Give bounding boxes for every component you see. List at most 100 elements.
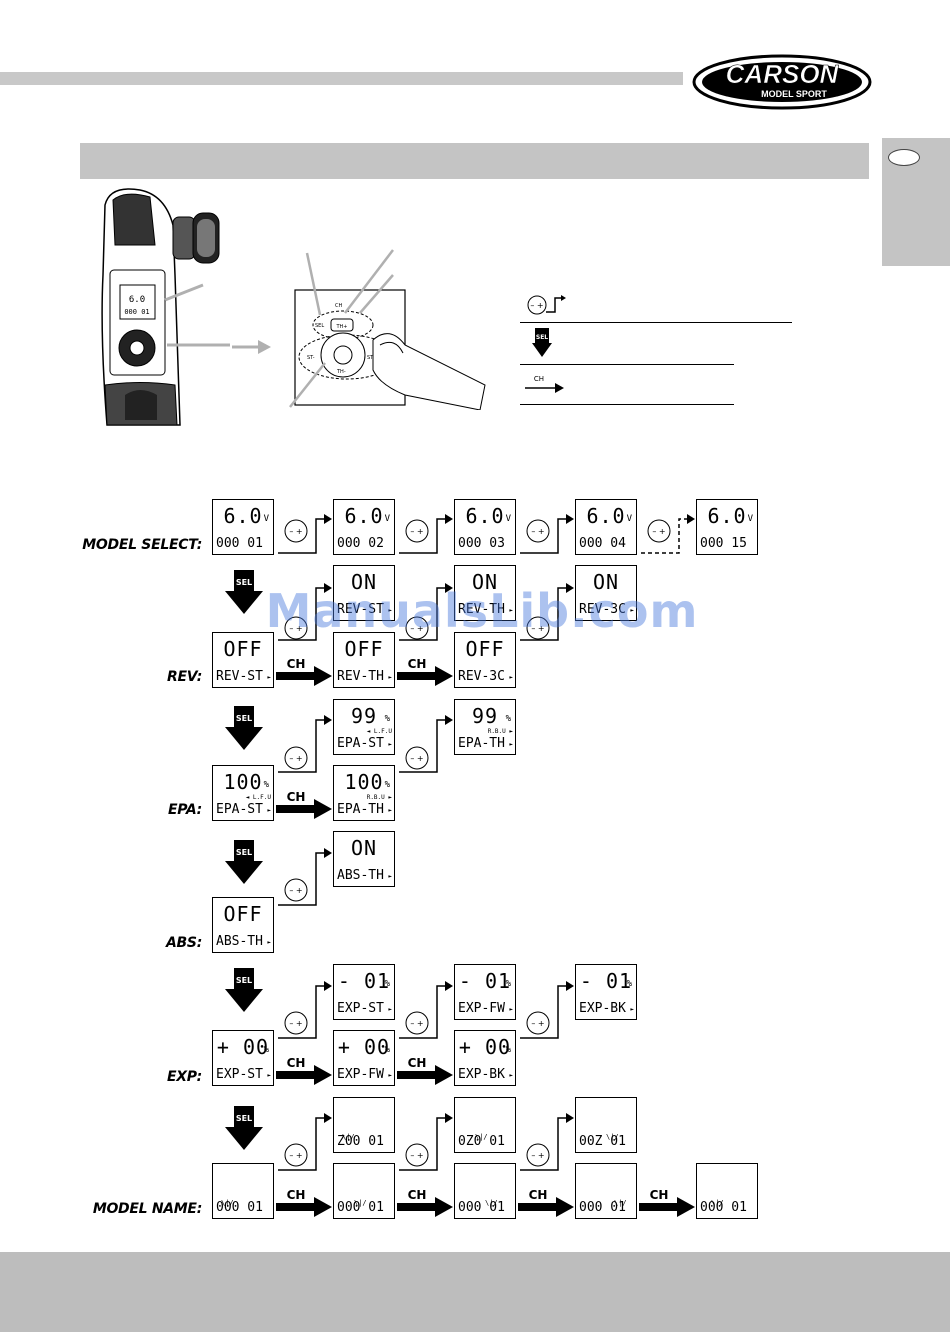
legend-sel-icon: SEL xyxy=(532,328,552,357)
lcd-model-name-2: \|/000 01 xyxy=(333,1163,395,1219)
legend-line-3 xyxy=(520,404,734,405)
ch-button-label: CH xyxy=(335,303,342,309)
device-screen-bottom: 000 01 xyxy=(124,308,149,316)
ch-arrow-icon: CH xyxy=(276,1188,332,1217)
sel-down-arrow-icon: SEL xyxy=(225,840,263,884)
svg-text:CH: CH xyxy=(287,1056,306,1070)
row-label-model-name: MODEL NAME: xyxy=(92,1201,202,1217)
svg-text:CH: CH xyxy=(287,1188,306,1202)
plus-minus-icon: – + xyxy=(284,878,308,902)
plus-minus-icon: – + xyxy=(284,1143,308,1167)
svg-text:– +: – + xyxy=(410,527,423,536)
lcd-exp-minus-fw: - 01%EXP-FW► xyxy=(454,964,516,1020)
sel-down-arrow-icon: SEL xyxy=(225,570,263,614)
svg-text:SEL: SEL xyxy=(236,714,252,723)
row-label-rev: REV: xyxy=(167,669,202,685)
lcd-exp-plus-fw: + 00%EXP-FW► xyxy=(333,1030,395,1086)
plus-minus-icon: – + xyxy=(647,519,671,543)
svg-text:CH: CH xyxy=(408,657,427,671)
th-minus-label: TH- xyxy=(336,369,346,375)
svg-text:CH: CH xyxy=(408,1188,427,1202)
th-plus-label: TH+ xyxy=(335,324,347,330)
plus-minus-icon: – + xyxy=(405,746,429,770)
svg-text:– +: – + xyxy=(289,886,302,895)
plus-minus-icon: – + xyxy=(405,1011,429,1035)
svg-text:CH: CH xyxy=(529,1188,548,1202)
lcd-exp-plus-st: + 00%EXP-ST► xyxy=(212,1030,274,1086)
st-plus-label: ST+ xyxy=(367,355,377,361)
legend-ch-icon: CH xyxy=(525,375,564,393)
plus-minus-icon: – + xyxy=(405,1143,429,1167)
svg-text:– +: – + xyxy=(289,1019,302,1028)
lcd-epa-100-th: 100%R.B.U ►EPA-TH► xyxy=(333,765,395,821)
lcd-model-name-z3: \|/00Z 01 xyxy=(575,1097,637,1153)
plus-minus-icon: – + xyxy=(284,616,308,640)
logo-tagline: MODEL SPORT xyxy=(761,89,827,99)
lcd-model-name-z2: \|/0Z0 01 xyxy=(454,1097,516,1153)
plus-minus-icon: – + xyxy=(526,1011,550,1035)
watermark: ManualsLib.com xyxy=(265,584,699,638)
sel-button-label: SEL xyxy=(315,323,324,329)
svg-text:– +: – + xyxy=(289,624,302,633)
plus-minus-icon: – + xyxy=(405,616,429,640)
row-label-model-select: MODEL SELECT: xyxy=(82,537,202,553)
svg-text:– +: – + xyxy=(530,301,543,310)
language-badge xyxy=(888,149,920,166)
svg-text:CH: CH xyxy=(534,375,544,383)
ch-arrow-icon: CH xyxy=(397,1056,453,1085)
lcd-model-name-3: \|/000 01 xyxy=(454,1163,516,1219)
svg-text:– +: – + xyxy=(531,624,544,633)
lcd-exp-minus-bk: - 01%EXP-BK► xyxy=(575,964,637,1020)
legend-plus-minus-icon: – + xyxy=(527,295,566,315)
svg-text:– +: – + xyxy=(531,1151,544,1160)
ch-arrow-icon: CH xyxy=(397,657,453,686)
st-minus-label: ST- xyxy=(307,355,315,361)
device-screen-top: 6.0 xyxy=(129,295,145,305)
top-decor-bar xyxy=(0,72,683,85)
legend-line-2 xyxy=(520,364,734,365)
lcd-model-name-5: \|/000 01 xyxy=(696,1163,758,1219)
svg-text:– +: – + xyxy=(531,527,544,536)
footer-band xyxy=(0,1252,950,1332)
svg-text:– +: – + xyxy=(289,754,302,763)
svg-text:CH: CH xyxy=(287,790,306,804)
legend-line-1 xyxy=(520,322,792,323)
ch-arrow-icon: CH xyxy=(397,1188,453,1217)
plus-minus-icon: – + xyxy=(526,1143,550,1167)
plus-minus-icon: – + xyxy=(284,1011,308,1035)
svg-text:SEL: SEL xyxy=(236,976,252,985)
svg-text:SEL: SEL xyxy=(236,1114,252,1123)
svg-text:– +: – + xyxy=(410,1019,423,1028)
svg-text:CH: CH xyxy=(287,657,306,671)
svg-text:– +: – + xyxy=(410,624,423,633)
row-label-epa: EPA: xyxy=(167,802,202,818)
ch-arrow-icon: CH xyxy=(276,1056,332,1085)
plus-minus-icon: – + xyxy=(526,616,550,640)
svg-text:– +: – + xyxy=(531,1019,544,1028)
lcd-model-name-z1: \|/Z00 01 xyxy=(333,1097,395,1153)
svg-text:– +: – + xyxy=(410,1151,423,1160)
svg-text:SEL: SEL xyxy=(236,848,252,857)
lcd-exp-plus-bk: + 00%EXP-BK► xyxy=(454,1030,516,1086)
lcd-model-name-4: \|/000 01 xyxy=(575,1163,637,1219)
transmitter-illustration: 6.0 000 01 xyxy=(101,188,230,426)
button-panel-closeup: TH+ SEL CH ST- ST+ TH- xyxy=(289,249,486,410)
carson-logo: CARSON MODEL SPORT xyxy=(692,54,872,110)
svg-text:CH: CH xyxy=(408,1056,427,1070)
plus-minus-icon: – + xyxy=(284,746,308,770)
svg-text:– +: – + xyxy=(652,527,665,536)
